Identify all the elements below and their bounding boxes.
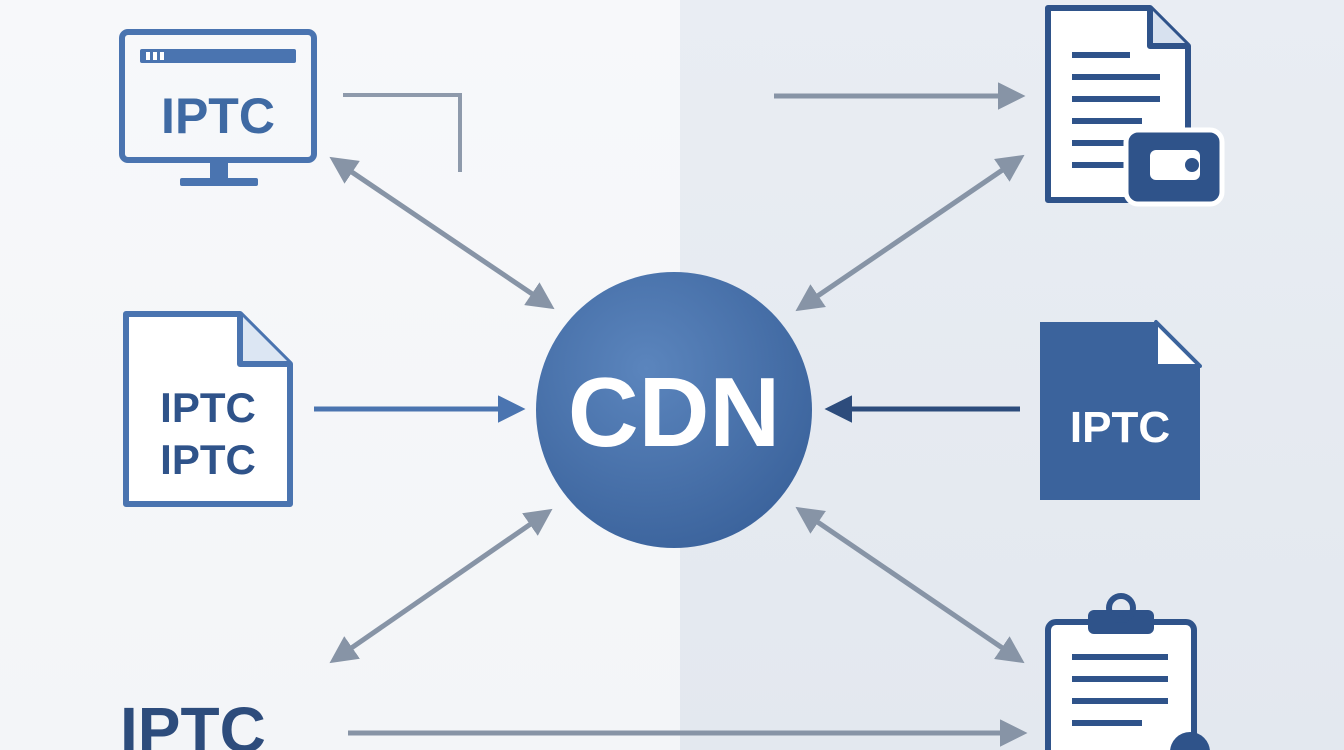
- document-right-icon: IPTC: [1040, 320, 1202, 500]
- document-left-line1: IPTC: [160, 384, 256, 431]
- document-left-line2: IPTC: [160, 436, 256, 483]
- document-right-label: IPTC: [1070, 403, 1170, 452]
- bottom-left-label: IPTC: [120, 694, 266, 750]
- monitor-label: IPTC: [161, 88, 275, 144]
- arrow-monitor-cdn: [329, 156, 555, 310]
- elbow-connector: [343, 93, 462, 172]
- connectors: [314, 82, 1028, 747]
- document-left-icon: IPTC IPTC: [123, 311, 293, 507]
- arrow-cdn-doc-right: [795, 154, 1025, 312]
- arrow-cdn-bottom-left: [329, 508, 553, 664]
- cdn-node: CDN: [536, 272, 812, 548]
- wallet-icon: [1123, 127, 1225, 207]
- cdn-label: CDN: [568, 357, 780, 467]
- monitor-icon: IPTC: [119, 29, 317, 186]
- document-wallet-icon: [1045, 5, 1225, 207]
- clipboard-icon: [1045, 593, 1210, 750]
- arrow-cdn-clipboard: [795, 506, 1025, 664]
